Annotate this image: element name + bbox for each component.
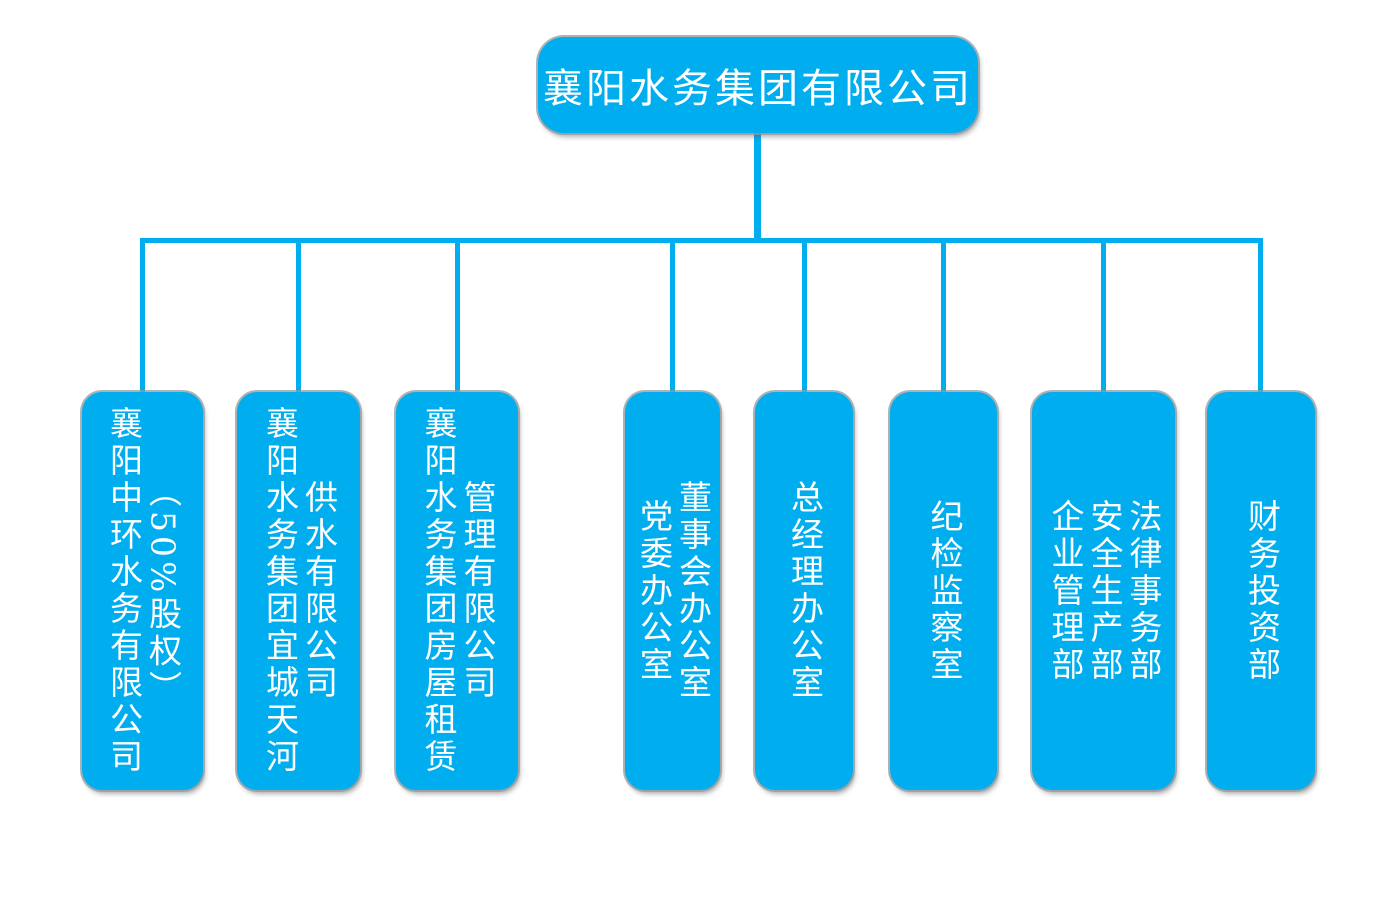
- org-node-label: 纪检监察室: [924, 498, 964, 684]
- org-node-dept-enterprise-safety-legal[interactable]: 企业管理部 安全生产部 法律事务部: [1032, 392, 1175, 790]
- org-node-subsidiary-yicheng-tianhe[interactable]: 襄阳水务集团宜城天河 供水有限公司: [237, 392, 360, 790]
- connector-drop-3: [455, 238, 460, 392]
- org-node-subsidiary-housing-leasing[interactable]: 襄阳水务集团房屋租赁 管理有限公司: [396, 392, 518, 790]
- connector-drop-6: [941, 238, 946, 392]
- org-node-dept-discipline-inspection[interactable]: 纪检监察室: [890, 392, 997, 790]
- org-node-dept-finance-investment[interactable]: 财务投资部: [1207, 392, 1315, 790]
- org-node-dept-general-manager-office[interactable]: 总经理办公室: [755, 392, 853, 790]
- connector-root-stem: [754, 130, 761, 243]
- connector-drop-5: [802, 238, 807, 392]
- org-node-subsidiary-zhonghuan[interactable]: 襄阳中环水务有限公司 （50%股权）: [82, 392, 203, 790]
- connector-drop-8: [1258, 238, 1263, 392]
- org-node-label: 企业管理部 安全生产部 法律事务部: [1046, 498, 1163, 684]
- connector-drop-1: [140, 238, 145, 392]
- connector-drop-7: [1101, 238, 1106, 392]
- org-node-label: 襄阳水务集团宜城天河 供水有限公司: [260, 406, 339, 776]
- org-node-root-label: 襄阳水务集团有限公司: [543, 66, 973, 112]
- org-node-label: 总经理办公室: [785, 480, 825, 702]
- org-node-label: 襄阳中环水务有限公司 （50%股权）: [104, 406, 183, 776]
- connector-drop-4: [670, 238, 675, 392]
- org-node-dept-party-board-office[interactable]: 党委办公室 董事会办公室: [625, 392, 720, 790]
- connector-horizontal-bus: [140, 238, 1263, 243]
- org-node-label: 襄阳水务集团房屋租赁 管理有限公司: [419, 406, 497, 776]
- connector-drop-2: [296, 238, 301, 392]
- org-node-label: 党委办公室 董事会办公室: [634, 480, 713, 702]
- org-node-root[interactable]: 襄阳水务集团有限公司: [538, 37, 978, 133]
- org-node-label: 财务投资部: [1242, 498, 1282, 684]
